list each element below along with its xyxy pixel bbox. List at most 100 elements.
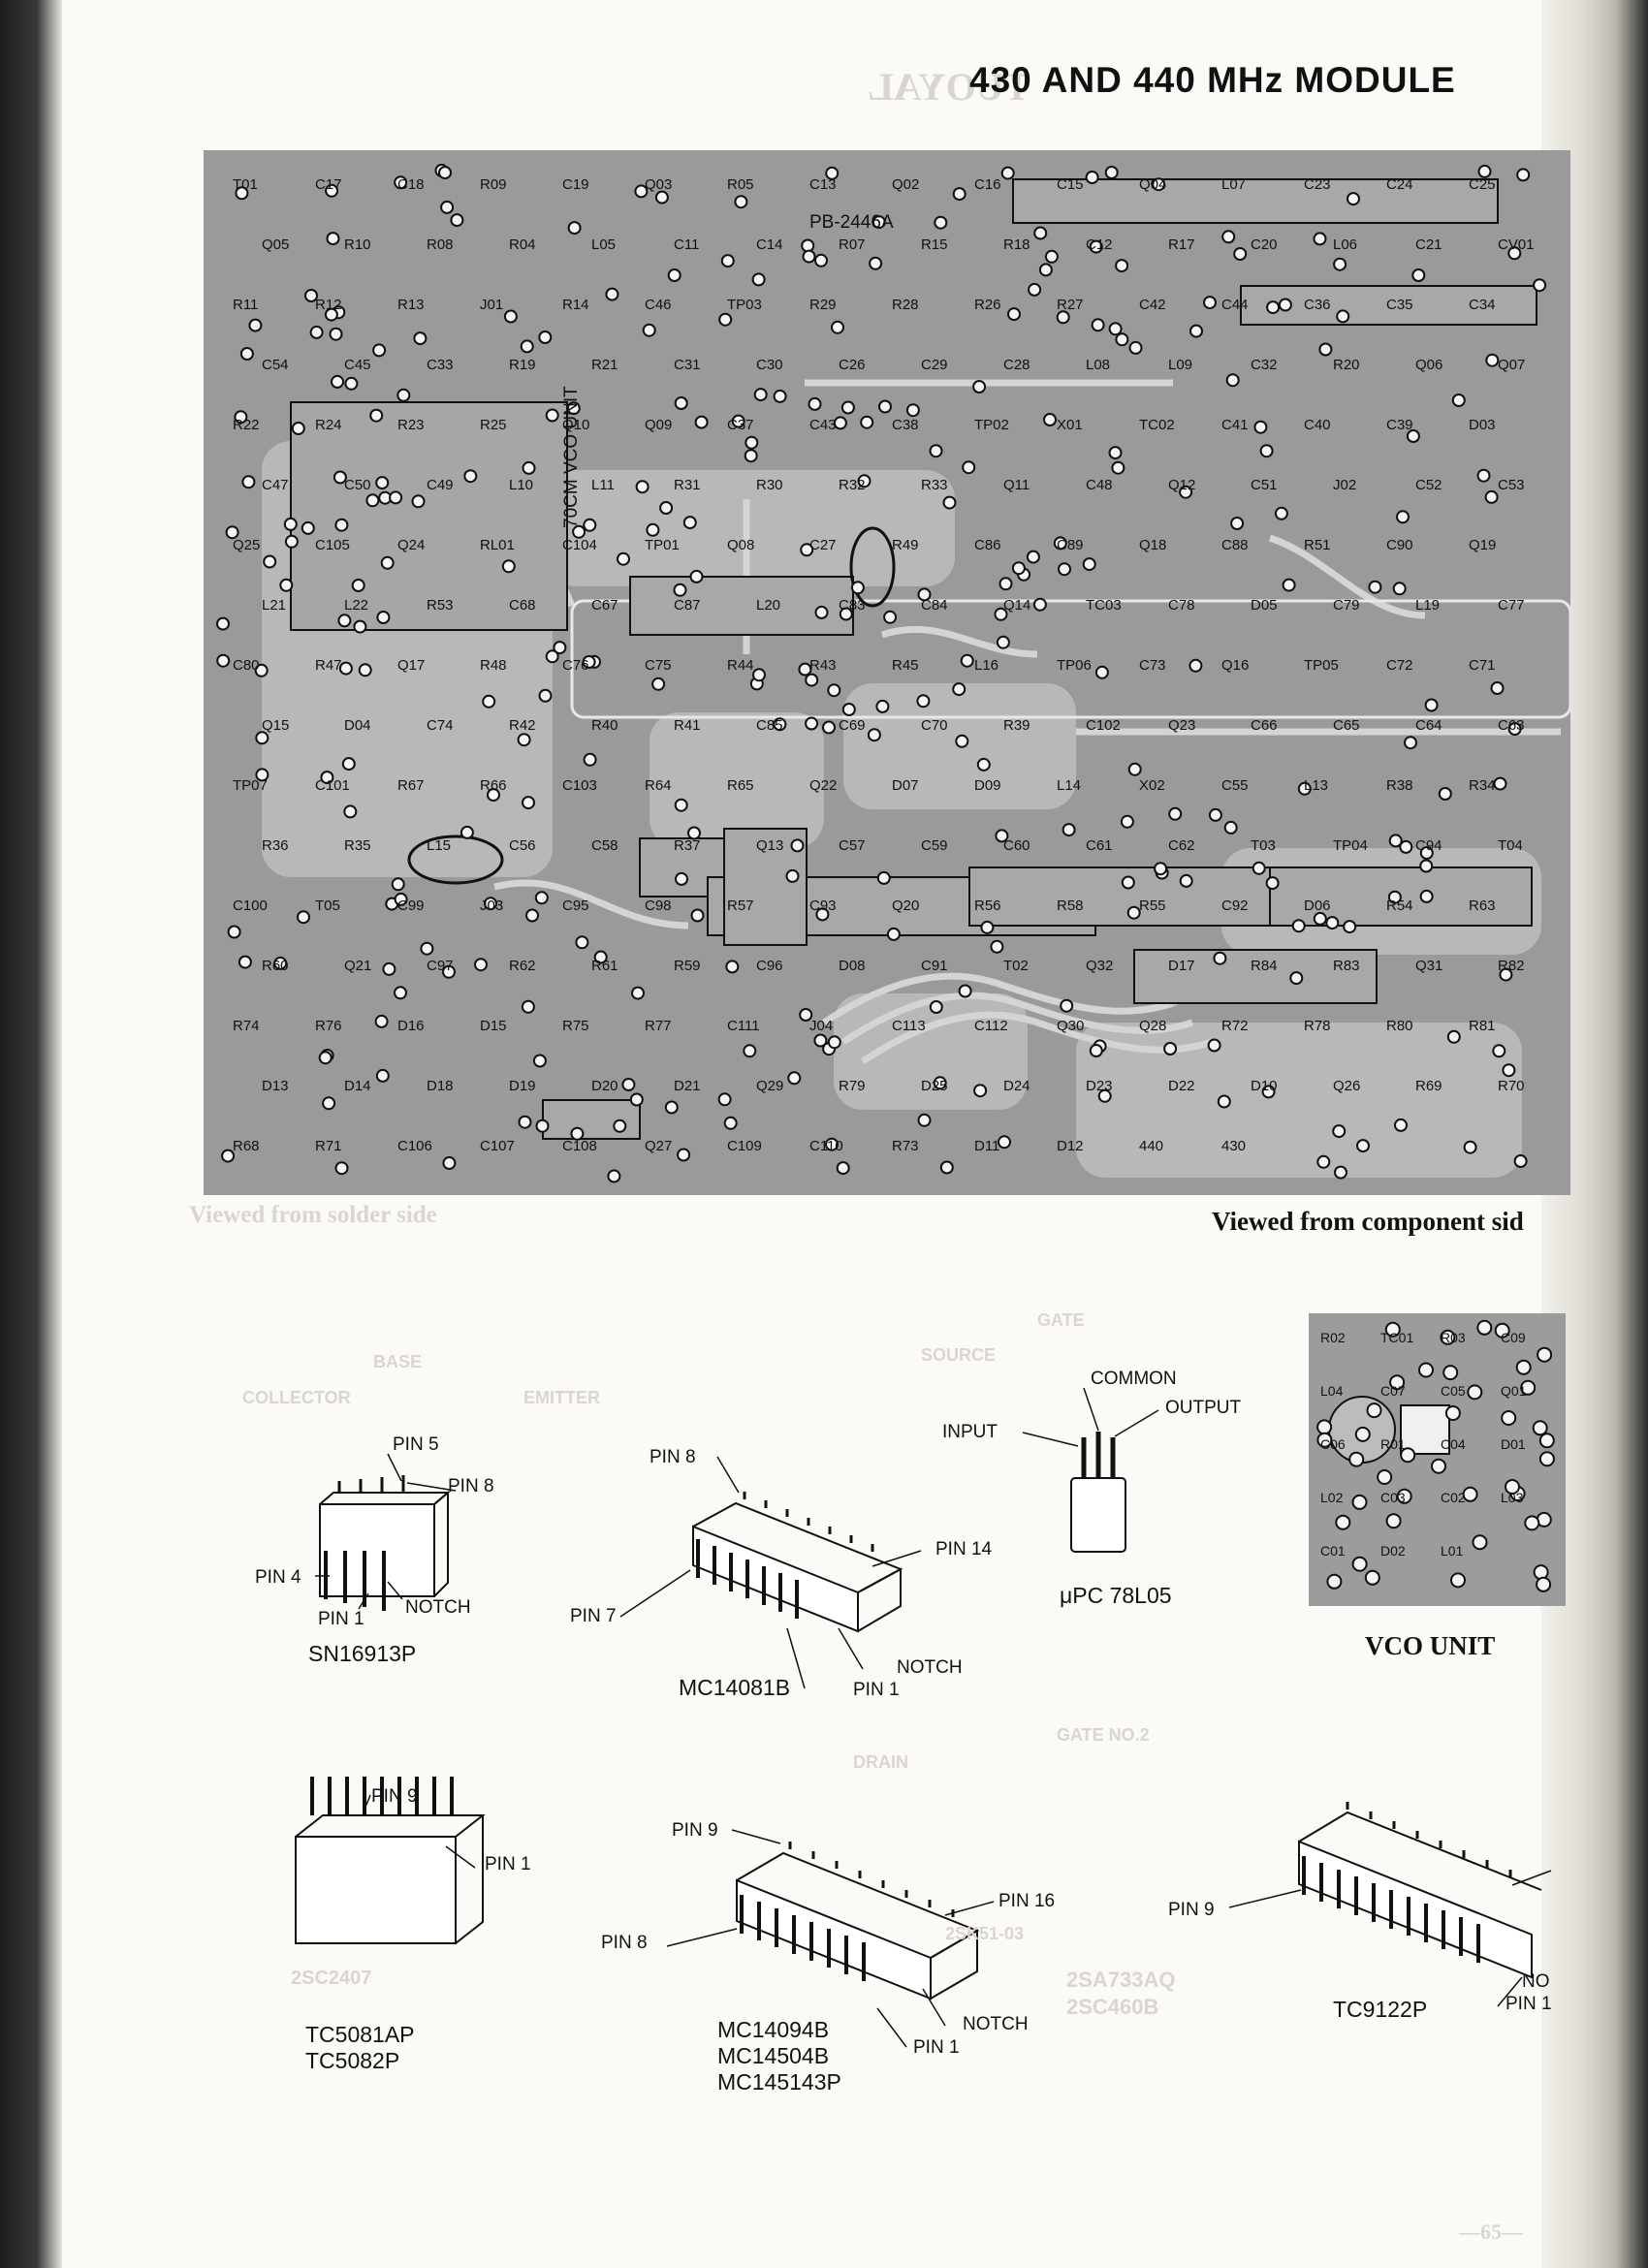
solder-pad [1104,166,1119,179]
vco-component-label: C06 [1320,1436,1346,1452]
solder-pad [646,522,660,537]
component-label: T05 [315,898,340,914]
component-label: TP03 [727,297,762,313]
solder-pad [1121,875,1135,890]
solder-pad [320,771,334,785]
solder-pad [241,475,256,489]
component-label: R27 [1057,297,1084,313]
solder-pad [675,871,688,886]
ic-q29 [1133,949,1378,1004]
mc14081b-pin8: PIN 8 [650,1447,696,1467]
vco-pad [1348,1451,1365,1467]
solder-pad [518,1115,532,1129]
ghost-label: 2SC2407 [291,1968,372,1989]
solder-pad [801,238,815,253]
component-label: C111 [727,1018,760,1034]
component-label: R20 [1333,357,1360,373]
vco-pad [1467,1384,1483,1401]
component-label: R83 [1333,958,1360,974]
solder-pad [325,183,339,198]
solder-pad [1463,1140,1477,1154]
solder-pad [773,389,787,403]
component-label: R28 [892,297,919,313]
solder-pad [525,908,539,923]
component-label: R38 [1386,777,1413,794]
component-label: Q13 [756,837,783,854]
component-label: L19 [1415,597,1440,614]
vco-pad [1440,1329,1456,1345]
solder-pad [1513,1154,1528,1168]
component-label: X01 [1057,417,1083,433]
component-label: C71 [1469,657,1496,674]
solder-pad [690,908,705,923]
component-label: C39 [1386,417,1413,433]
solder-pad [1043,413,1057,426]
solder-pad [998,577,1013,591]
upc78l05-name: μPC 78L05 [1060,1583,1172,1608]
component-label: Q31 [1415,958,1442,974]
solder-pad [995,829,1009,843]
component-label: R37 [674,837,701,854]
solder-pad [1493,776,1507,791]
solder-pad [1111,460,1125,475]
vco-unit-caption: VCO UNIT [1365,1631,1496,1660]
solder-pad [805,673,819,687]
component-label: R82 [1498,958,1525,974]
solder-pad [1394,1118,1408,1132]
solder-pad [1388,834,1403,848]
solder-pad [522,796,535,810]
solder-pad [972,380,987,394]
solder-pad [617,551,630,566]
solder-pad [538,331,553,344]
solder-pad [297,910,310,925]
solder-pad [634,184,649,199]
solder-pad [744,449,758,463]
solder-pad [654,190,669,205]
vco-q01 [1400,1404,1450,1455]
solder-pad [916,694,931,709]
component-label: C61 [1086,837,1113,854]
solder-pad [283,517,298,531]
solder-pad [1230,517,1245,530]
component-label: Q16 [1221,657,1249,674]
solder-pad [687,826,701,840]
solder-pad [369,408,384,423]
component-label: D05 [1251,597,1278,614]
vco-unit-label: 70CM VCO UNIT [561,386,582,528]
component-label: C83 [839,597,866,614]
solder-pad [1188,658,1203,673]
component-label: C89 [1057,537,1084,553]
solder-pad [745,435,759,450]
solder-pad [382,961,396,976]
component-label: C66 [1251,717,1278,734]
component-label: C29 [921,357,948,373]
vco-component-label: C01 [1320,1543,1346,1559]
solder-pad [1033,226,1048,240]
solder-pad [998,1135,1011,1150]
solder-pad [883,610,898,624]
solder-pad [1477,164,1492,178]
mc14081b-name: MC14081B [679,1675,791,1700]
component-label: Q23 [1168,717,1195,734]
sn16913p-pin1: PIN 1 [318,1609,364,1629]
tc9122p-package [1228,1802,1552,2007]
mc14094b-pin16: PIN 16 [998,1891,1056,1911]
component-label: R66 [480,777,507,794]
vco-pad [1335,1514,1351,1530]
component-label: R76 [315,1018,342,1034]
solder-pad [1332,1124,1347,1139]
component-label: R75 [562,1018,589,1034]
vco-component-label: TC01 [1380,1330,1413,1345]
solder-pad [521,999,535,1014]
component-label: Q03 [645,176,672,193]
component-label: 430 [1221,1138,1246,1154]
component-label: D13 [262,1078,289,1094]
solder-pad [1189,324,1203,338]
solder-pad [1507,246,1522,261]
solder-pad [394,986,407,1000]
component-label: C101 [315,777,350,794]
solder-pad [254,663,269,677]
component-label: D24 [1003,1078,1030,1094]
vco-component-label: C07 [1380,1383,1406,1399]
vco-component-label: L01 [1441,1543,1464,1559]
